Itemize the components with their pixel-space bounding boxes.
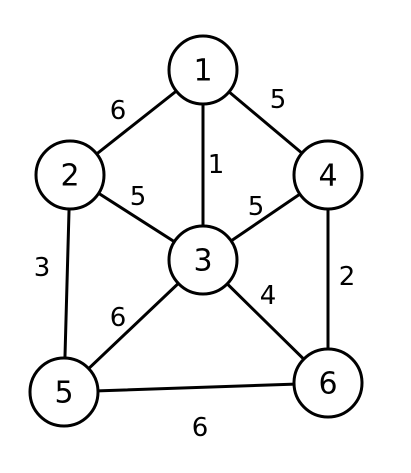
node-circle <box>28 356 100 428</box>
edge-5-6 <box>62 381 330 394</box>
node-5: 5 <box>28 356 100 428</box>
node-circle <box>167 34 239 106</box>
edge-weight-3-6: 4 <box>260 281 277 311</box>
edge-weight-2-3: 5 <box>130 182 147 212</box>
edge-weight-1-2: 6 <box>110 96 127 126</box>
nodes-layer: 1 2 3 4 5 6 <box>28 34 364 428</box>
edge-weight-1-4: 5 <box>270 85 287 115</box>
edge-weight-5-6: 6 <box>192 413 209 443</box>
node-circle <box>167 224 239 296</box>
node-circle <box>34 139 106 211</box>
node-3: 3 <box>167 224 239 296</box>
node-6: 6 <box>292 347 364 419</box>
edge-2-5 <box>62 173 72 394</box>
node-label: 1 <box>193 54 212 89</box>
node-label: 5 <box>54 376 73 411</box>
edge-weight-4-6: 2 <box>339 262 356 292</box>
node-label: 3 <box>193 244 212 279</box>
node-1: 1 <box>167 34 239 106</box>
edge-weight-3-5: 6 <box>110 303 127 333</box>
node-circle <box>292 139 364 211</box>
node-circle <box>292 347 364 419</box>
node-label: 4 <box>318 159 337 194</box>
node-label: 6 <box>318 367 337 402</box>
edge-weight-3-4: 5 <box>248 192 265 222</box>
node-label: 2 <box>60 159 79 194</box>
node-2: 2 <box>34 139 106 211</box>
edge-weight-2-5: 3 <box>34 253 51 283</box>
edge-weight-1-3: 1 <box>208 150 225 180</box>
node-4: 4 <box>292 139 364 211</box>
